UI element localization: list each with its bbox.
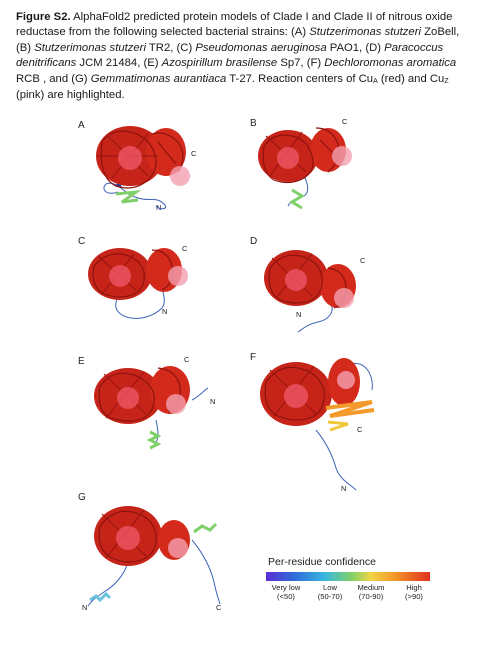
legend-tick-high: High (>90): [398, 583, 430, 601]
panel-label-d: D: [250, 236, 258, 247]
panel-g-n-terminus: N: [82, 603, 88, 612]
panel-f-c-terminus: C: [357, 425, 363, 434]
panel-a-n-terminus: N: [156, 203, 162, 212]
caption-text: T-27. Reaction centers of Cu: [226, 72, 374, 85]
figure-caption: Figure S2. AlphaFold2 predicted protein …: [16, 10, 474, 103]
species-f: Dechloromonas aromatica: [324, 57, 457, 70]
tick-range: (<50): [277, 592, 295, 601]
figure-label: Figure S2.: [16, 11, 71, 23]
legend-ticks: Very low (<50) Low (50-70) Medium (70-90…: [266, 583, 436, 609]
protein-model-a: [96, 126, 190, 210]
species-g: Gemmatimonas aurantiaca: [90, 72, 227, 85]
tick-name: Medium: [357, 583, 385, 592]
protein-model-d: [264, 250, 356, 333]
panel-a-c-terminus: C: [191, 149, 197, 158]
protein-model-e: [94, 366, 209, 450]
caption-text: ZoBell, (B): [16, 26, 460, 54]
panel-label-f: F: [250, 352, 257, 363]
tick-name: Very low: [271, 583, 301, 592]
caption-text: (pink) are highlighted.: [16, 89, 125, 102]
panel-label-a: A: [78, 120, 85, 131]
panel-label-c: C: [78, 236, 86, 247]
species-b: Stutzerimonas stutzeri: [34, 41, 146, 54]
panel-e-c-terminus: C: [184, 355, 190, 364]
legend-tick-medium: Medium (70-90): [352, 583, 390, 601]
tick-range: (70-90): [358, 592, 384, 601]
tick-name: Low: [323, 583, 337, 592]
species-c: Pseudomonas aeruginosa: [195, 41, 327, 54]
panel-c-c-terminus: C: [182, 244, 188, 253]
caption-text: TR2, (C): [145, 41, 196, 54]
tick-range: (50-70): [317, 592, 343, 601]
protein-model-c: [88, 248, 188, 319]
protein-model-g: [87, 506, 221, 607]
legend-tick-low: Low (50-70): [312, 583, 348, 601]
cu-z-subscript: Z: [444, 77, 449, 85]
caption-text: Sp7, (F): [277, 57, 325, 70]
panel-d-c-terminus: C: [360, 256, 366, 265]
panel-label-e: E: [78, 356, 85, 367]
species-d: Paracoccus denitrificans: [16, 41, 444, 70]
species-a: Stutzerimonas stutzeri: [309, 26, 421, 39]
legend-tick-very-low: Very low (<50): [266, 583, 306, 601]
panel-e-n-terminus: N: [210, 397, 216, 406]
tick-range: (>90): [405, 592, 423, 601]
protein-model-b: [258, 127, 352, 210]
tick-name: High: [406, 583, 422, 592]
confidence-legend: Per-residue confidence Very low (<50) Lo…: [266, 556, 436, 609]
caption-text: RCB , and (G): [16, 72, 91, 85]
protein-model-f: [260, 358, 375, 491]
panel-g-c-terminus: C: [216, 603, 222, 612]
panel-d-n-terminus: N: [296, 310, 302, 319]
legend-color-bar: [266, 572, 430, 581]
caption-text: AlphaFold2 predicted protein models of C…: [16, 11, 453, 39]
caption-text: JCM 21484, (E): [76, 57, 162, 70]
cu-a-subscript: A: [373, 77, 378, 85]
legend-title: Per-residue confidence: [268, 556, 376, 568]
caption-text: PAO1, (D): [326, 41, 385, 54]
caption-text: (red) and Cu: [377, 72, 445, 85]
panel-label-g: G: [78, 492, 86, 503]
panel-b-c-terminus: C: [342, 117, 348, 126]
panel-label-b: B: [250, 118, 257, 129]
species-e: Azospirillum brasilense: [161, 57, 278, 70]
panel-c-n-terminus: N: [162, 307, 168, 316]
panel-f-n-terminus: N: [341, 484, 347, 493]
